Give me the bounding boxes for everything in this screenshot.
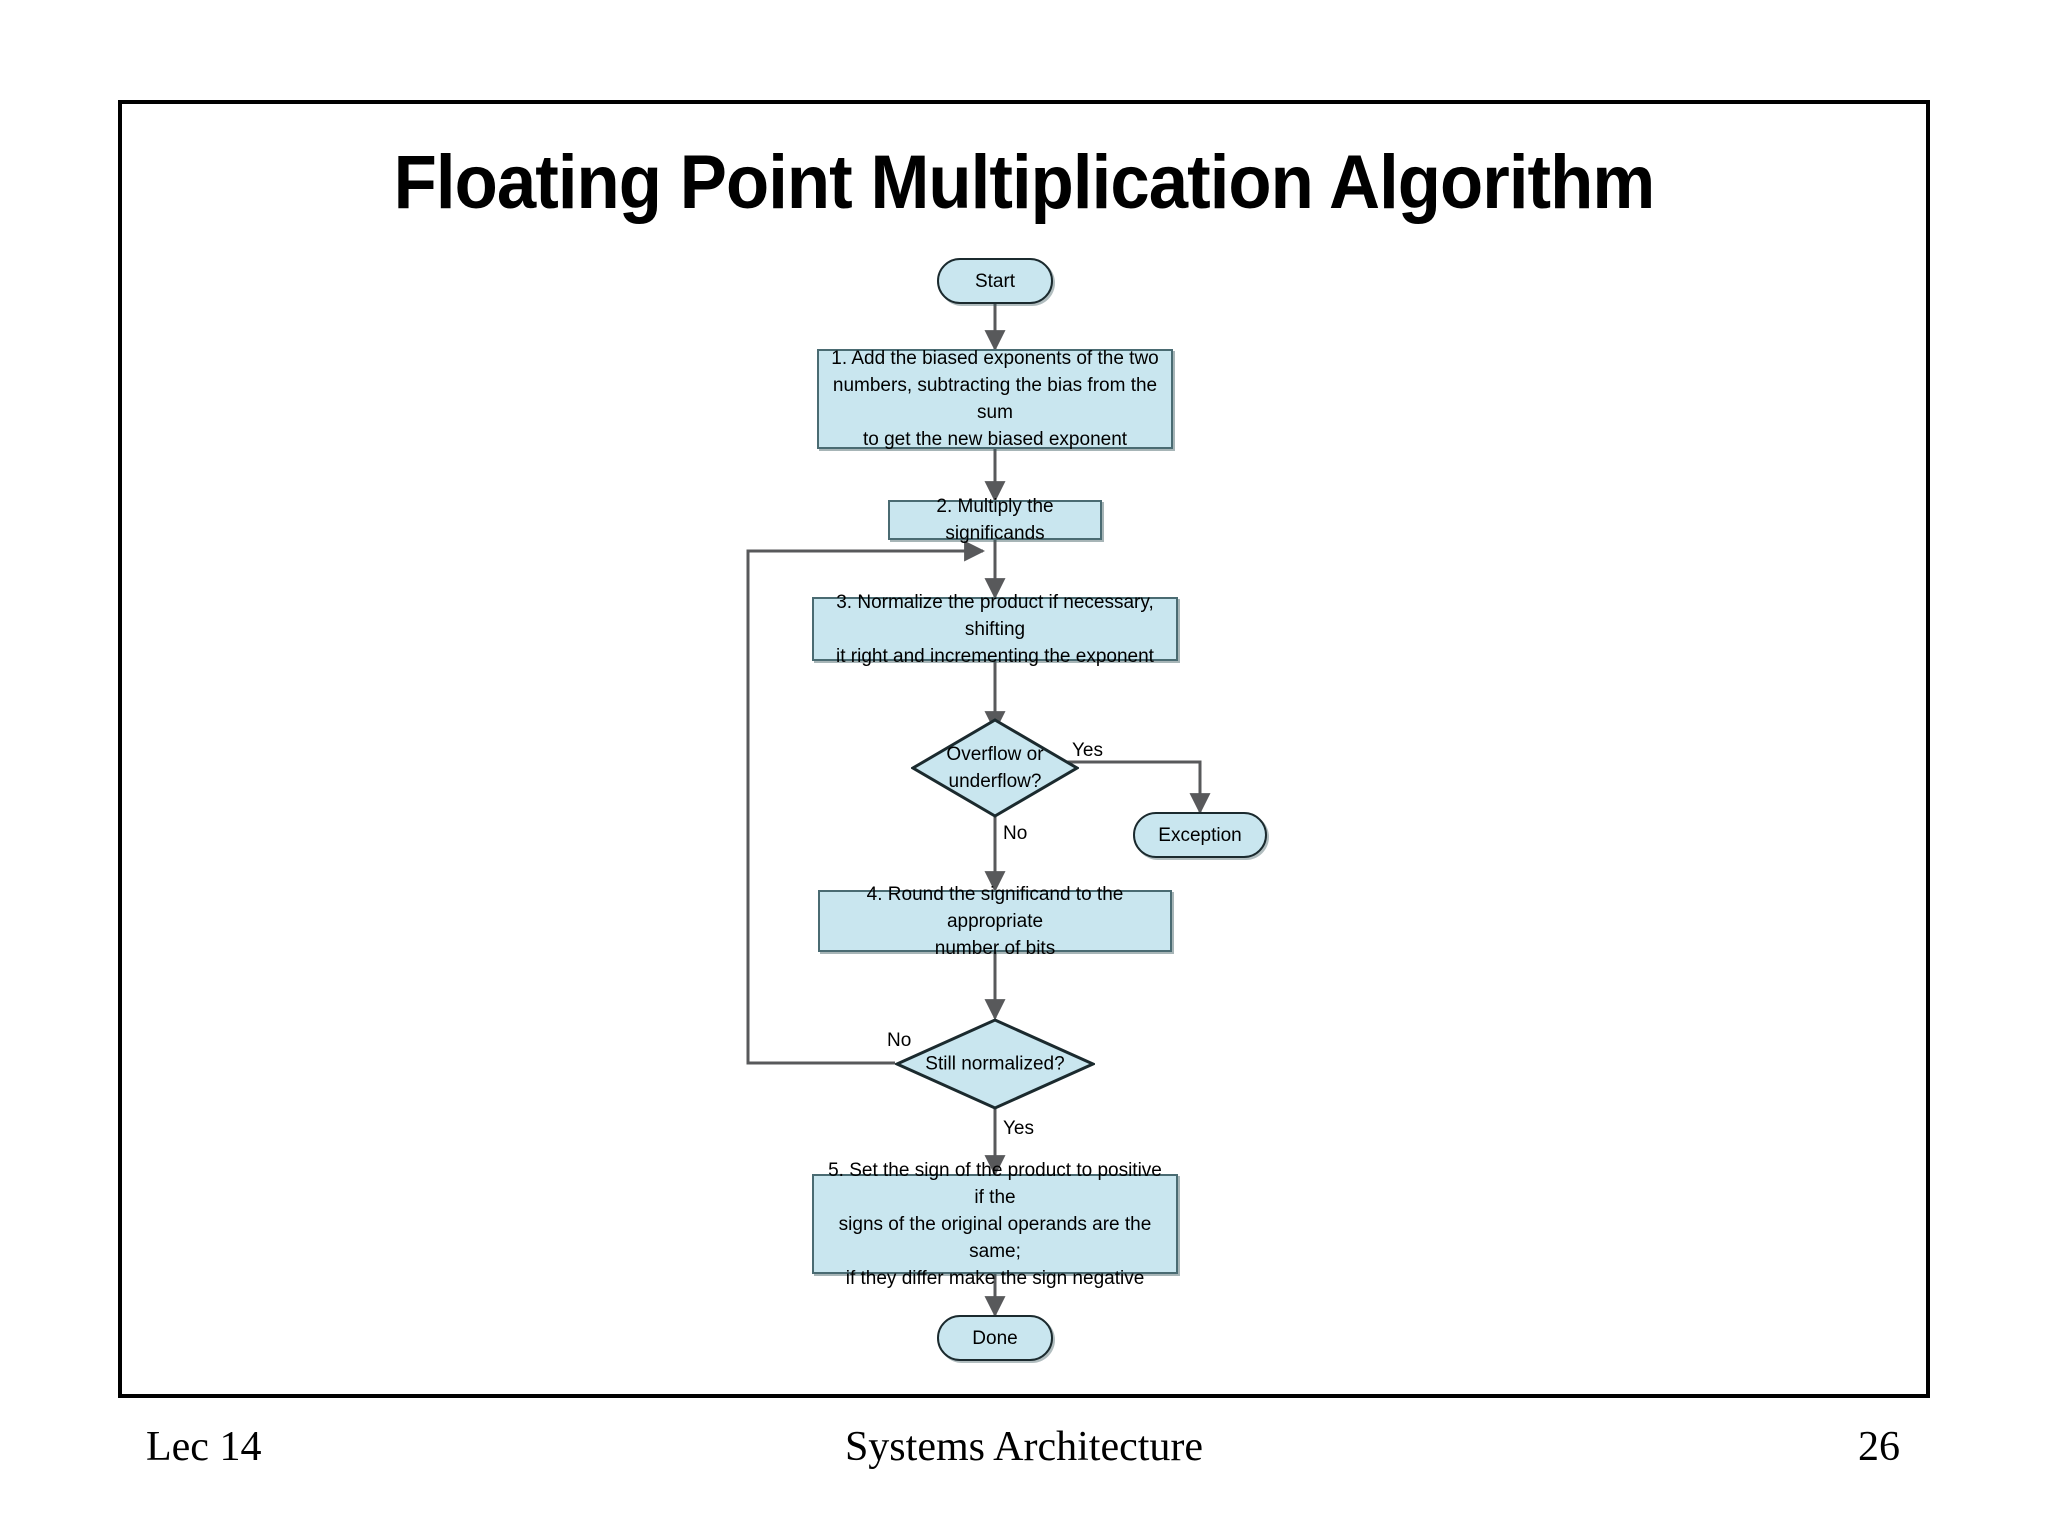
diamond-shape-still-normalized [895, 1018, 1095, 1110]
page-title: Floating Point Multiplication Algorithm [393, 140, 1656, 225]
node-step1[interactable]: 1. Add the biased exponents of the two n… [817, 348, 1173, 450]
node-step4[interactable]: 4. Round the significand to the appropri… [818, 884, 1172, 959]
node-start[interactable]: Start [937, 258, 1053, 304]
node-step5[interactable]: 5. Set the sign of the product to positi… [812, 1160, 1178, 1289]
footer-page-number: 26 [1858, 1424, 1900, 1470]
node-step1-label: 1. Add the biased exponents of the two n… [831, 348, 1159, 450]
node-step2[interactable]: 2. Multiply the significands [888, 496, 1102, 544]
node-done-label: Done [972, 1327, 1018, 1349]
node-step3-label: 3. Normalize the product if necessary, s… [836, 591, 1154, 667]
node-exception-label: Exception [1158, 824, 1242, 846]
edge-label-normalized-no: No [887, 1030, 912, 1051]
node-step3[interactable]: 3. Normalize the product if necessary, s… [812, 592, 1178, 667]
node-step4-label: 4. Round the significand to the appropri… [866, 883, 1124, 959]
node-still-normalized-decision[interactable]: Still normalized? [895, 1018, 1095, 1110]
node-overflow-decision[interactable]: Overflow or underflow? [911, 718, 1079, 818]
node-exception[interactable]: Exception [1133, 812, 1267, 858]
node-start-label: Start [974, 270, 1016, 292]
edge-label-normalized-yes: Yes [1003, 1118, 1034, 1139]
slide-footer: Lec 14 Systems Architecture 26 [118, 1416, 1930, 1486]
edge-label-overflow-yes: Yes [1072, 740, 1103, 761]
footer-course-title: Systems Architecture [844, 1424, 1204, 1470]
node-step5-label: 5. Set the sign of the product to positi… [828, 1159, 1162, 1289]
node-step2-label: 2. Multiply the significands [936, 496, 1054, 544]
diamond-shape-overflow [911, 718, 1079, 818]
edge-label-overflow-no: No [1003, 823, 1028, 844]
node-done[interactable]: Done [937, 1315, 1053, 1361]
footer-lecture-number: Lec 14 [146, 1424, 262, 1470]
